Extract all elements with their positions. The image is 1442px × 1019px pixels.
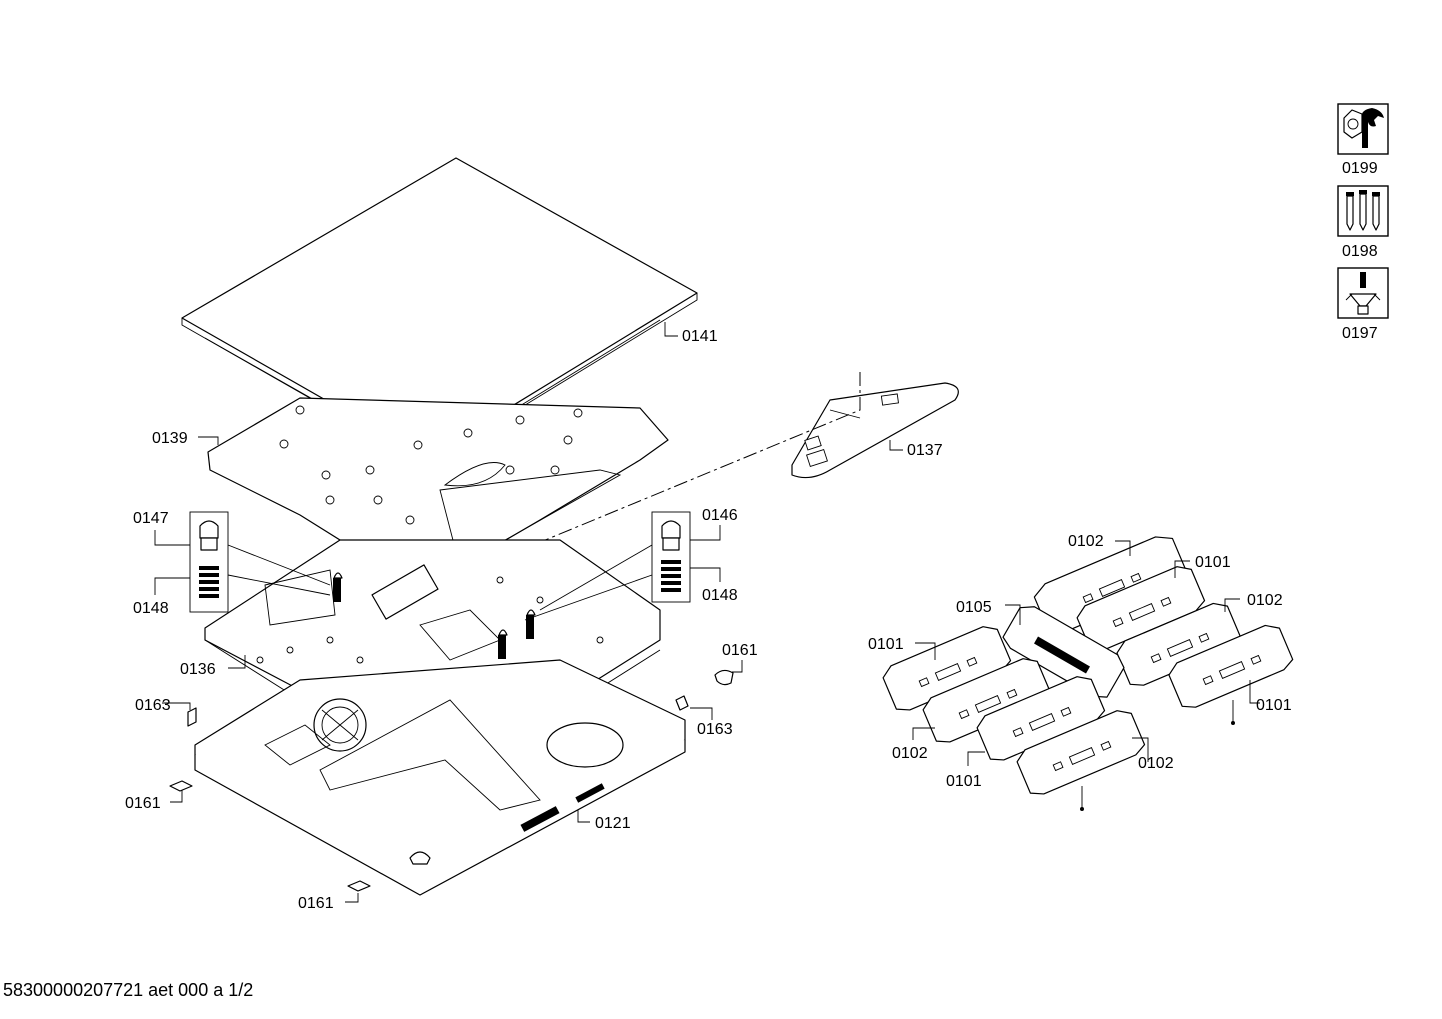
label-0161-right: 0161 — [722, 642, 758, 659]
label-0163-left: 0163 — [135, 697, 171, 714]
label-0136: 0136 — [180, 661, 216, 678]
coil-0101-left[interactable] — [880, 622, 1013, 715]
label-0101-a: 0101 — [1195, 554, 1231, 571]
spring-set-center — [333, 572, 536, 659]
wrench-nut-icon — [1343, 108, 1384, 148]
label-0137: 0137 — [907, 442, 943, 459]
label-0102-a: 0102 — [1068, 533, 1104, 550]
part-0163-clip-left[interactable] — [187, 707, 197, 727]
label-0102-c: 0102 — [892, 745, 928, 762]
grease-gun-icon — [1345, 272, 1381, 315]
label-0139: 0139 — [152, 430, 188, 447]
service-icon-0197[interactable]: 0197 — [1337, 267, 1389, 342]
label-0141: 0141 — [682, 328, 718, 345]
document-id-footer: 58300000207721 aet 000 a 1/2 — [3, 980, 254, 1000]
part-0163-clip-right[interactable] — [675, 695, 689, 711]
coil-0101-top-right[interactable] — [1074, 562, 1207, 655]
part-0136-main-frame[interactable] — [204, 539, 661, 781]
coil-0105-center[interactable] — [1000, 601, 1128, 703]
label-0101-b: 0101 — [868, 636, 904, 653]
label-0147: 0147 — [133, 510, 169, 527]
service-label-0198: 0198 — [1342, 243, 1378, 260]
service-label-0199: 0199 — [1342, 160, 1378, 177]
part-0161-foot-right[interactable] — [714, 669, 734, 686]
callout-leaders — [154, 322, 1260, 903]
label-0102-d: 0102 — [1138, 755, 1174, 772]
coil-0101-lower[interactable] — [974, 672, 1107, 765]
service-label-0197: 0197 — [1342, 325, 1378, 342]
service-icon-0199[interactable]: 0199 — [1337, 103, 1389, 177]
coil-0102-bottom[interactable] — [1014, 706, 1147, 799]
assembly-axis-line — [399, 372, 861, 601]
part-0139-support-frame[interactable] — [207, 397, 669, 591]
coil-0102-lower-left[interactable] — [920, 654, 1053, 747]
part-0161-foot-bottom[interactable] — [347, 880, 371, 892]
label-0101-c: 0101 — [1256, 697, 1292, 714]
label-0102-b: 0102 — [1247, 592, 1283, 609]
detail-box-right — [524, 511, 691, 621]
label-0105: 0105 — [956, 599, 992, 616]
label-0146: 0146 — [702, 507, 738, 524]
part-0161-foot-left[interactable] — [169, 780, 193, 792]
label-0121: 0121 — [595, 815, 631, 832]
induction-coil-array — [880, 536, 1295, 811]
part-0137-plate[interactable] — [791, 382, 959, 479]
label-0161-bottom: 0161 — [298, 895, 334, 912]
detail-box-left — [189, 511, 331, 613]
label-0101-d: 0101 — [946, 773, 982, 790]
callout-labels: 0141 0139 0137 0147 0148 0146 0148 0136 … — [125, 328, 1292, 912]
part-0121-bottom-housing[interactable] — [194, 659, 686, 896]
label-0163-right: 0163 — [697, 721, 733, 738]
service-icon-0198[interactable]: 0198 — [1337, 185, 1389, 260]
label-0148-left: 0148 — [133, 600, 169, 617]
coil-0101-far-right[interactable] — [1166, 621, 1295, 712]
label-0161-left: 0161 — [125, 795, 161, 812]
label-0148-right: 0148 — [702, 587, 738, 604]
screws-icon — [1346, 190, 1380, 231]
